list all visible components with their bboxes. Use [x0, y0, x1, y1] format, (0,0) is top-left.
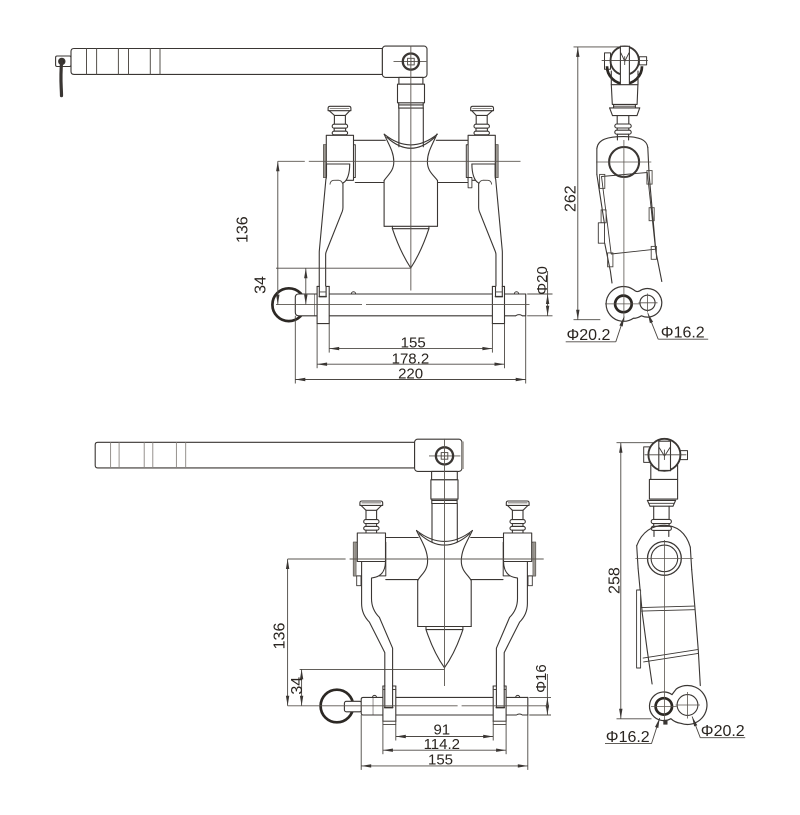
- svg-text:220: 220: [398, 366, 423, 383]
- svg-text:Φ20.2: Φ20.2: [701, 723, 745, 740]
- svg-text:Φ16.2: Φ16.2: [661, 324, 705, 341]
- svg-text:262: 262: [562, 185, 579, 212]
- svg-text:34: 34: [253, 276, 270, 294]
- svg-text:155: 155: [428, 752, 453, 769]
- svg-text:34: 34: [289, 677, 306, 695]
- svg-text:136: 136: [234, 216, 251, 243]
- svg-text:114.2: 114.2: [424, 736, 460, 753]
- svg-text:155: 155: [401, 335, 426, 352]
- svg-text:136: 136: [272, 623, 289, 650]
- svg-text:Φ16.2: Φ16.2: [606, 729, 650, 746]
- svg-text:Φ20.2: Φ20.2: [567, 327, 611, 344]
- svg-text:Φ16: Φ16: [533, 664, 550, 693]
- svg-text:91: 91: [433, 721, 450, 738]
- svg-text:178.2: 178.2: [392, 350, 430, 367]
- svg-text:258: 258: [606, 567, 623, 594]
- svg-text:Φ20: Φ20: [534, 266, 551, 295]
